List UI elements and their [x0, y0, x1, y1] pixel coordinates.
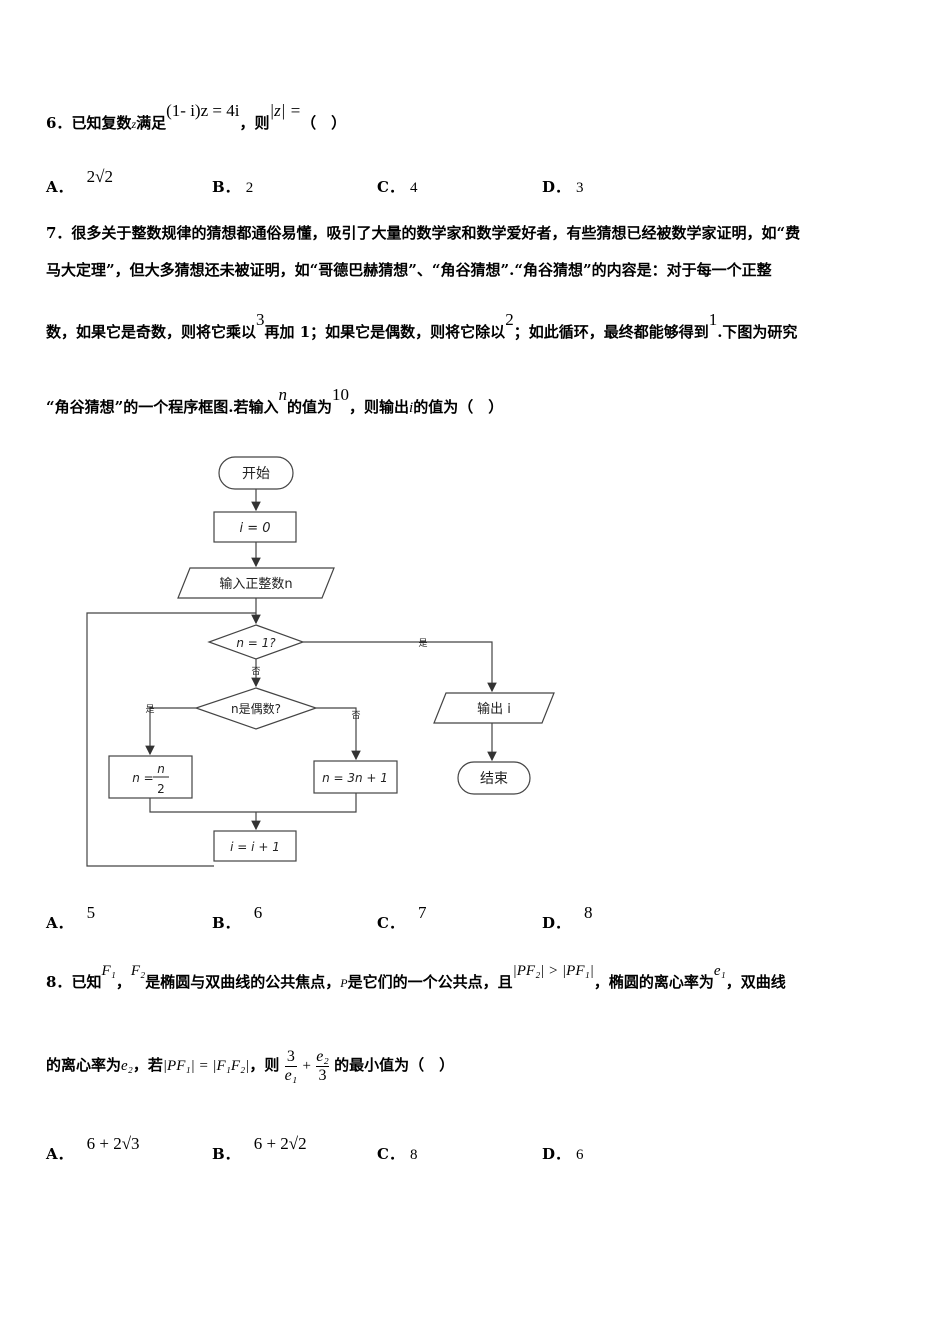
- yes1-label: 是: [418, 638, 427, 649]
- q7-option-d[interactable]: D．8: [542, 903, 593, 932]
- q6-option-b[interactable]: B．2: [212, 178, 254, 196]
- yes2-label: 是: [145, 704, 154, 715]
- no2-label: 否: [351, 710, 360, 721]
- q8-option-b[interactable]: B．6 + 2√2: [212, 1134, 307, 1163]
- q8-option-d[interactable]: D．6: [542, 1145, 584, 1163]
- even-lhs: n =: [132, 771, 153, 785]
- q8-option-c[interactable]: C．8: [377, 1145, 418, 1163]
- q6-option-a[interactable]: A．2√2: [46, 167, 113, 196]
- odd-process-box: [313, 760, 398, 794]
- abs-z: |z| =: [269, 101, 302, 120]
- q8-option-a[interactable]: A．6 + 2√3: [46, 1134, 140, 1163]
- increment-box: [213, 830, 297, 862]
- q6-number: 6．: [46, 114, 72, 132]
- no1-label: 否: [251, 666, 260, 677]
- output-parallelogram: [433, 692, 555, 724]
- output-label: 输出 i: [477, 701, 511, 717]
- decision-n-even: [194, 687, 318, 730]
- q6-stem: 6．已知复数z满足(1- i)z = 4i，则|z| =（ ）: [46, 101, 347, 132]
- q6-equation: (1- i)z = 4i: [166, 101, 240, 120]
- q7-line-2: 马大定理”，但大多猜想还未被证明，如“哥德巴赫猜想”、“角谷猜想”.“角谷猜想”…: [46, 261, 772, 279]
- cond2-label: n是偶数?: [231, 701, 281, 716]
- q7-line-1: 7．很多关于整数规律的猜想都通俗易懂，吸引了大量的数学家和数学爱好者，有些猜想已…: [46, 224, 801, 242]
- decision-n-equals-1: [207, 624, 305, 660]
- q6-option-d[interactable]: D．3: [542, 178, 584, 196]
- init-box: [213, 511, 297, 543]
- q7-option-a[interactable]: A．5: [46, 903, 96, 932]
- init-label: i = 0: [239, 521, 270, 536]
- cond1-label: n = 1?: [236, 636, 276, 650]
- increment-label: i = i + 1: [230, 840, 280, 854]
- even-numerator: n: [157, 762, 165, 776]
- start-terminal: [218, 456, 294, 490]
- input-label: 输入正整数n: [219, 576, 292, 592]
- q7-option-c[interactable]: C．7: [377, 903, 427, 932]
- input-parallelogram: [177, 567, 335, 599]
- q7-option-b[interactable]: B．6: [212, 903, 263, 932]
- even-denominator: 2: [157, 782, 165, 796]
- q6-option-c[interactable]: C．4: [377, 178, 418, 196]
- q8-line-1: 8．已知F₁，F₂是椭圆与双曲线的公共焦点，P是它们的一个公共点，且|PF₂| …: [46, 963, 786, 991]
- end-label: 结束: [480, 771, 508, 787]
- even-process-box: [108, 755, 193, 799]
- q7-line-3: 数，如果它是奇数，则将它乘以3再加 1；如果它是偶数，则将它除以2；如此循环，最…: [46, 310, 798, 341]
- odd-label: n = 3n + 1: [322, 771, 388, 785]
- q7-line-4: “角谷猜想”的一个程序框图.若输入n的值为10，则输出i的值为（ ）: [46, 385, 504, 416]
- start-label: 开始: [242, 466, 270, 482]
- var-z: z: [131, 117, 137, 131]
- end-terminal: [457, 761, 531, 795]
